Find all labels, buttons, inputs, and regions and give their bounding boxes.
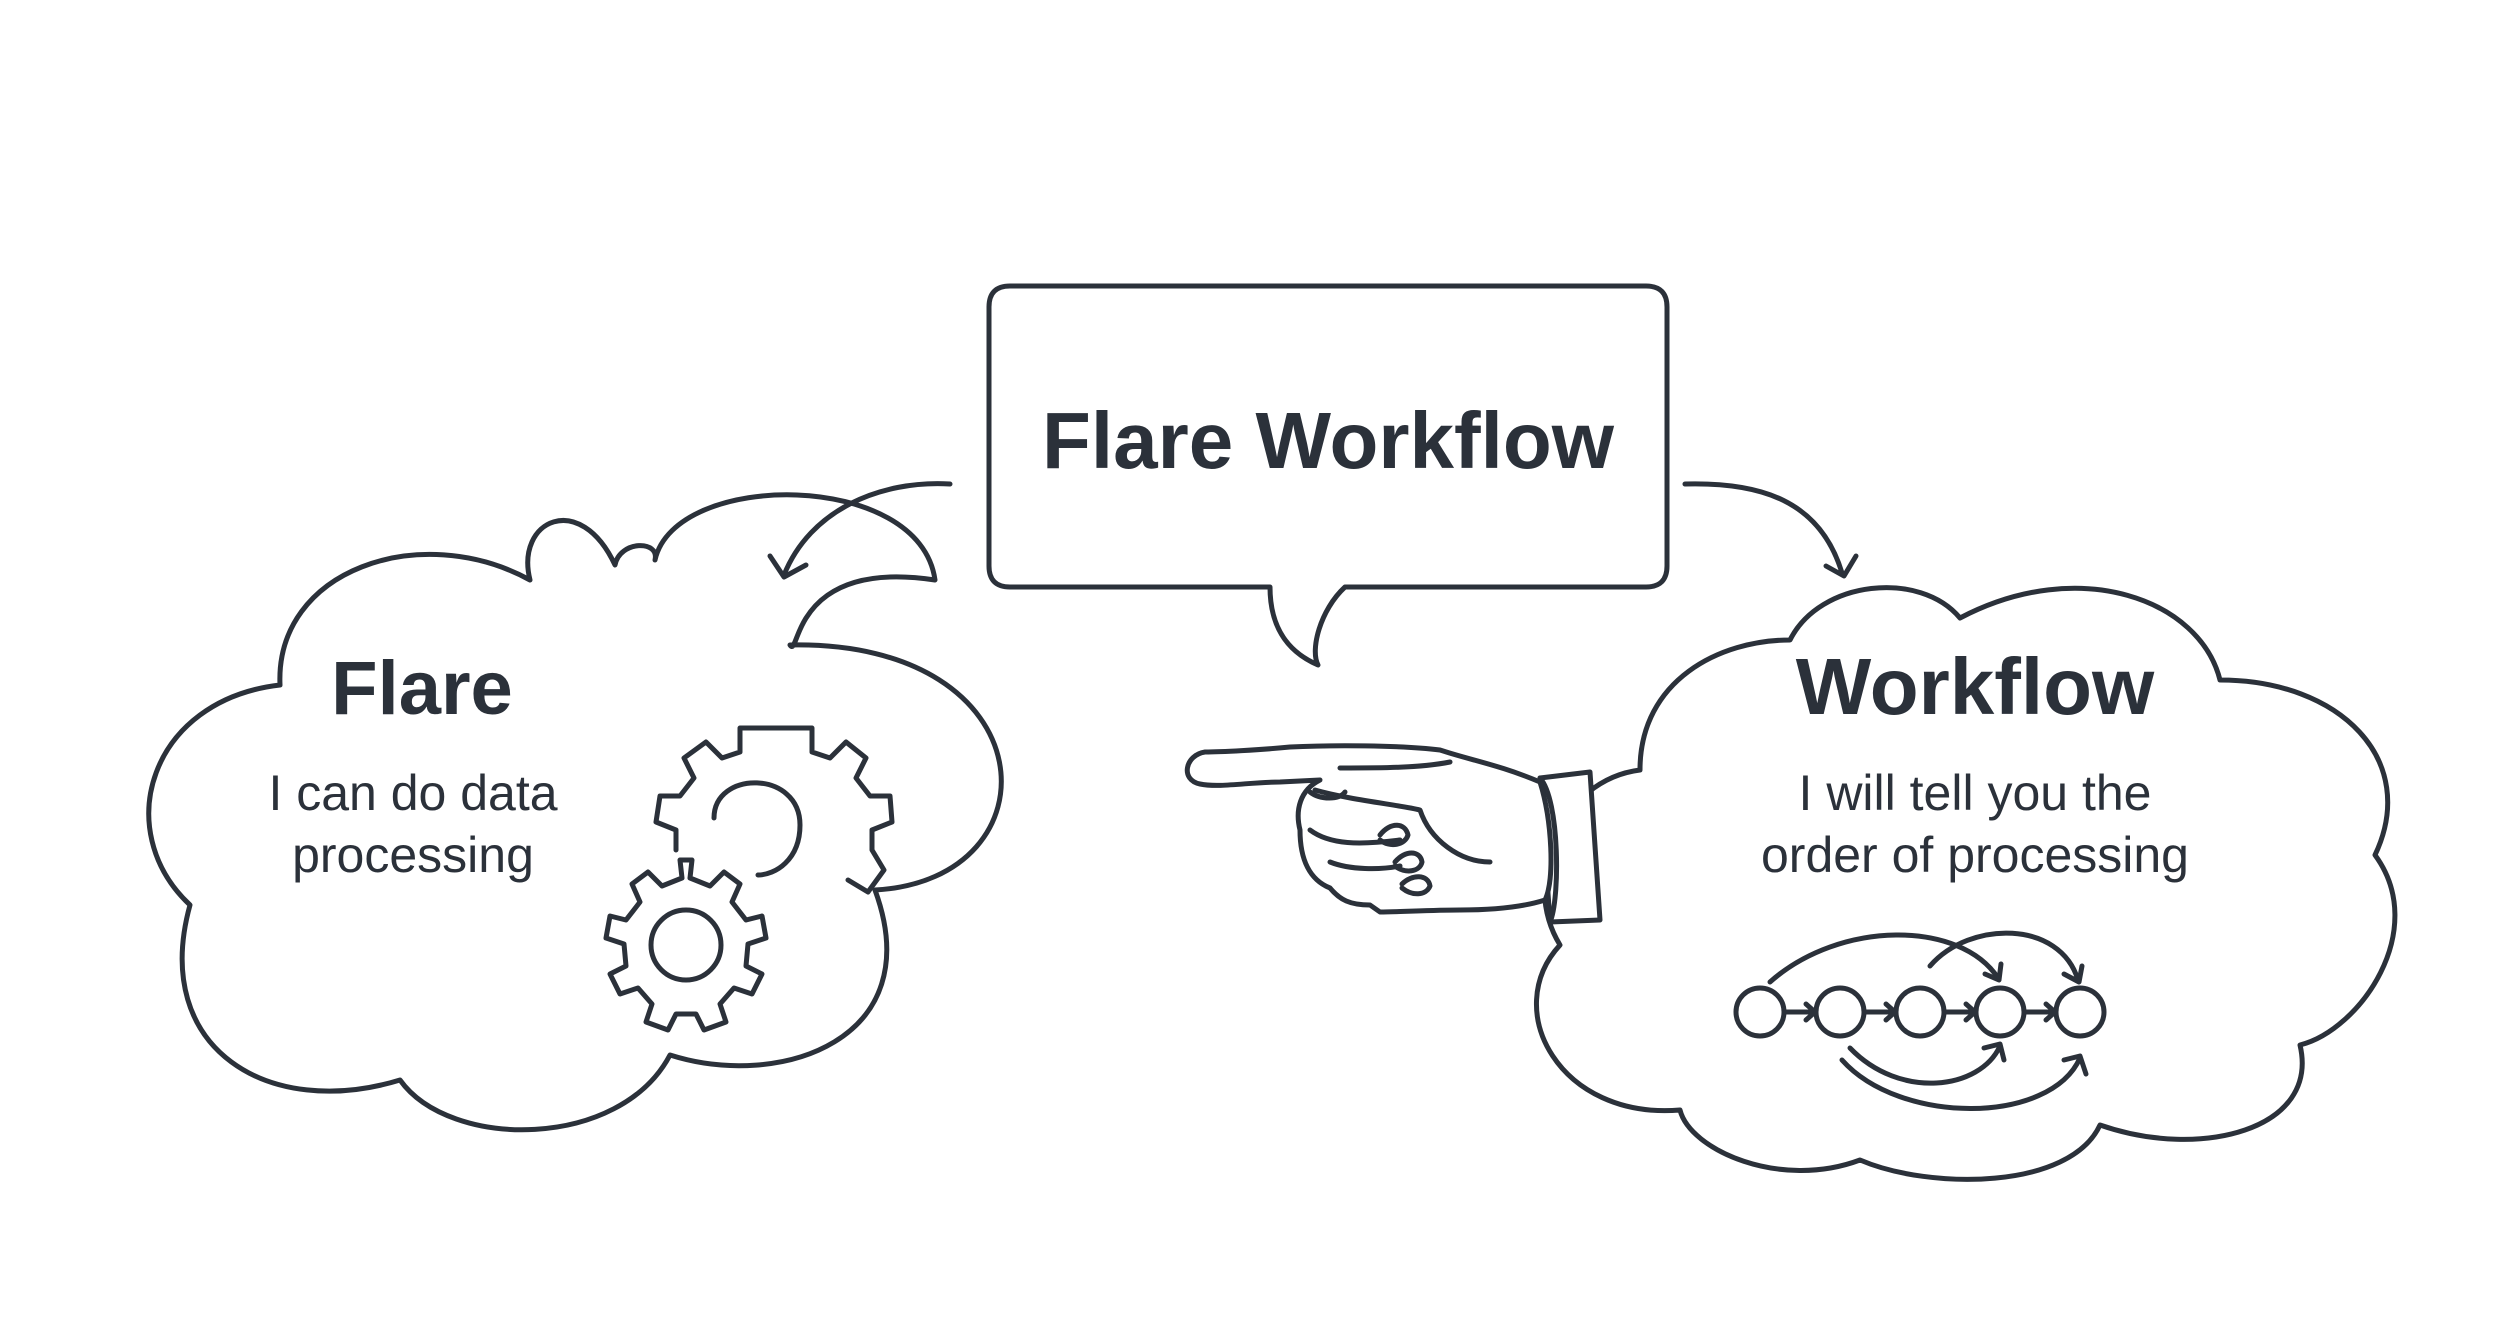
right-cloud-title: Workflow bbox=[1796, 642, 2155, 731]
right-cloud-line1: I will tell you the bbox=[1799, 765, 2152, 821]
gears-icon bbox=[603, 725, 895, 1033]
pointing-hand-icon bbox=[1184, 743, 1603, 925]
node-sequence-icon bbox=[1733, 930, 2107, 1111]
left-cloud-line2: processing bbox=[292, 827, 534, 883]
left-cloud-line1: I can do data bbox=[268, 765, 557, 821]
center-title: Flare Workflow bbox=[1042, 396, 1615, 485]
left-cloud-outline bbox=[146, 492, 1004, 1133]
center-speech-box: Flare Workflow bbox=[986, 283, 1670, 668]
left-cloud-title: Flare bbox=[331, 646, 513, 731]
right-arrow bbox=[1682, 481, 1859, 579]
right-cloud-line2: order of processing bbox=[1761, 827, 2189, 883]
left-arrow bbox=[767, 481, 953, 580]
speech-box-outline bbox=[986, 283, 1670, 668]
right-cloud-outline bbox=[1533, 585, 2398, 1182]
right-cloud bbox=[1533, 585, 2398, 1182]
left-cloud bbox=[146, 492, 1004, 1133]
